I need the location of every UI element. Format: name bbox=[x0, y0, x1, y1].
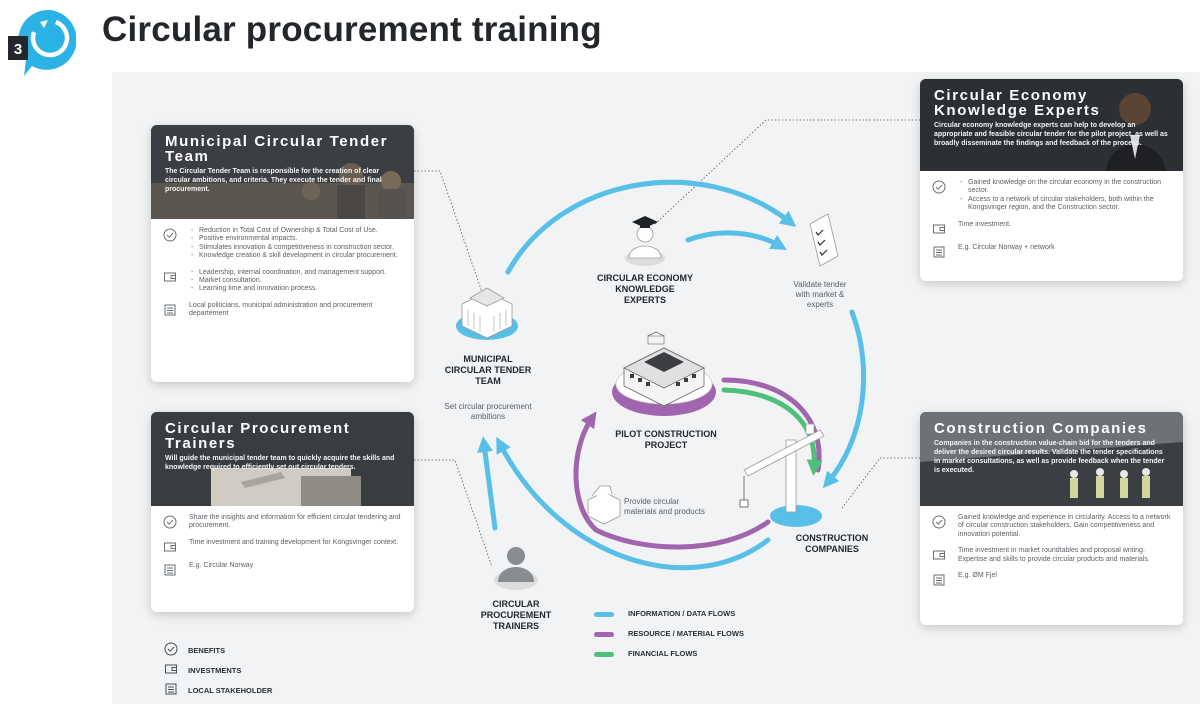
experts-card: Circular Economy Knowledge Experts Circu… bbox=[920, 79, 1183, 281]
tender-team-card: Municipal Circular Tender Team The Circu… bbox=[151, 125, 414, 382]
trainers-investments: Time investment and training development… bbox=[163, 539, 402, 554]
key-benefits: BENEFITS bbox=[164, 642, 364, 656]
construction-card: Construction Companies Companies in the … bbox=[920, 412, 1183, 625]
wallet-icon bbox=[164, 542, 176, 552]
legend-swatch-resource bbox=[594, 632, 614, 637]
pilot-project-node-icon bbox=[612, 331, 716, 416]
experts-card-title: Circular Economy Knowledge Experts bbox=[934, 87, 1101, 119]
tender-team-investments: Leadership, internal coordination, and m… bbox=[163, 269, 402, 294]
trainers-card: Circular Procurement Trainers Will guide… bbox=[151, 412, 414, 612]
legend-swatch-information bbox=[594, 612, 614, 617]
legend-swatch-financial bbox=[594, 652, 614, 657]
construction-node-icon bbox=[739, 423, 825, 527]
flow-pilot-financial bbox=[721, 387, 823, 476]
wallet-icon bbox=[933, 224, 945, 234]
experts-stakeholder: E.g. Circular Norway + network bbox=[932, 244, 1171, 259]
building-icon bbox=[164, 304, 176, 316]
construction-stakeholder: E.g. ØM Fjel bbox=[932, 572, 1171, 587]
construction-label: CONSTRUCTION COMPANIES bbox=[795, 533, 869, 554]
legend-item-financial: FINANCIAL FLOWS bbox=[594, 649, 794, 661]
wallet-icon bbox=[933, 550, 945, 560]
materials-label: Provide circular materials and products bbox=[624, 497, 705, 516]
tender-team-card-description: The Circular Tender Team is responsible … bbox=[165, 168, 382, 193]
flow-experts-to-validate bbox=[685, 230, 787, 251]
building-icon bbox=[933, 574, 945, 586]
trainers-stakeholder: E.g. Circular Norway bbox=[163, 562, 402, 577]
tender-team-card-title: Municipal Circular Tender Team bbox=[165, 133, 389, 165]
page-title: Circular procurement training bbox=[102, 10, 602, 49]
construction-card-description: Companies in the construction value-chai… bbox=[934, 440, 1165, 474]
experts-label: CIRCULAR ECONOMY KNOWLEDGE EXPERTS bbox=[597, 273, 693, 305]
wallet-icon bbox=[164, 272, 176, 282]
key-investments: INVESTMENTS bbox=[164, 662, 364, 676]
check-circle-icon bbox=[932, 515, 946, 529]
validate-document-icon bbox=[809, 213, 839, 267]
connector-experts bbox=[653, 119, 920, 226]
pilot-project-label: PILOT CONSTRUCTION PROJECT bbox=[615, 429, 717, 450]
tender-team-card-header: Municipal Circular Tender Team The Circu… bbox=[151, 125, 414, 219]
trainers-label: CIRCULAR PROCUREMENT TRAINERS bbox=[480, 599, 552, 631]
connector-construction bbox=[841, 457, 920, 509]
flow-construction-to-pilot bbox=[573, 411, 771, 550]
trainers-card-title: Circular Procurement Trainers bbox=[165, 420, 351, 452]
experts-card-header: Circular Economy Knowledge Experts Circu… bbox=[920, 79, 1183, 171]
training-photo-icon bbox=[151, 412, 414, 506]
construction-card-header: Construction Companies Companies in the … bbox=[920, 412, 1183, 506]
wallet-icon bbox=[165, 664, 177, 674]
experts-investments: Time investment. bbox=[932, 221, 1171, 236]
trainers-card-description: Will guide the municipal tender team to … bbox=[165, 455, 395, 471]
check-circle-icon bbox=[164, 642, 178, 656]
flow-validate-to-construction bbox=[822, 309, 867, 489]
expert-photo-icon bbox=[920, 79, 1183, 171]
flow-tender-to-validate bbox=[505, 179, 797, 275]
construction-card-title: Construction Companies bbox=[934, 420, 1148, 437]
legend-item-resource: RESOURCE / MATERIAL FLOWS bbox=[594, 629, 794, 641]
trainers-node-icon bbox=[494, 547, 538, 590]
building-icon bbox=[165, 683, 177, 695]
experts-node-icon bbox=[625, 216, 665, 266]
experts-benefits: Gained knowledge on the circular economy… bbox=[932, 179, 1171, 213]
tender-team-benefits: Reduction in Total Cost of Ownership & T… bbox=[163, 227, 402, 261]
trainers-card-header: Circular Procurement Trainers Will guide… bbox=[151, 412, 414, 506]
experts-card-description: Circular economy knowledge experts can h… bbox=[934, 122, 1168, 147]
flow-construction-to-tender bbox=[496, 436, 771, 571]
construction-benefits: Gained knowledge and experience in circu… bbox=[932, 514, 1171, 539]
tender-team-node-icon bbox=[456, 287, 518, 340]
construction-site-photo-icon bbox=[920, 412, 1183, 506]
building-icon bbox=[164, 564, 176, 576]
building-icon bbox=[933, 246, 945, 258]
check-circle-icon bbox=[163, 515, 177, 529]
check-circle-icon bbox=[932, 180, 946, 194]
check-circle-icon bbox=[163, 228, 177, 242]
connector-trainers bbox=[414, 459, 493, 568]
materials-icon bbox=[587, 485, 621, 525]
flow-trainers-to-tender bbox=[477, 436, 498, 531]
connector-tender-team bbox=[414, 170, 483, 293]
validate-tender-label: Validate tender with market & experts bbox=[793, 280, 847, 309]
trainers-benefits: Share the insights and information for e… bbox=[163, 514, 402, 531]
legend-item-information: INFORMATION / DATA FLOWS bbox=[594, 609, 794, 621]
tender-team-action-label: Set circular procurement ambitions bbox=[444, 402, 532, 421]
construction-investments: Time investment in market roundtables an… bbox=[932, 547, 1171, 564]
tender-team-stakeholder: Local politicians, municipal administrat… bbox=[163, 302, 402, 319]
meeting-photo-icon bbox=[151, 125, 414, 219]
step-number: 3 bbox=[14, 41, 22, 58]
tender-team-label: MUNICIPAL CIRCULAR TENDER TEAM bbox=[444, 354, 532, 386]
step-badge-logo-icon: 3 bbox=[8, 9, 76, 76]
flow-pilot-to-construction bbox=[721, 377, 822, 473]
key-local-stakeholder: LOCAL STAKEHOLDER bbox=[164, 682, 364, 696]
